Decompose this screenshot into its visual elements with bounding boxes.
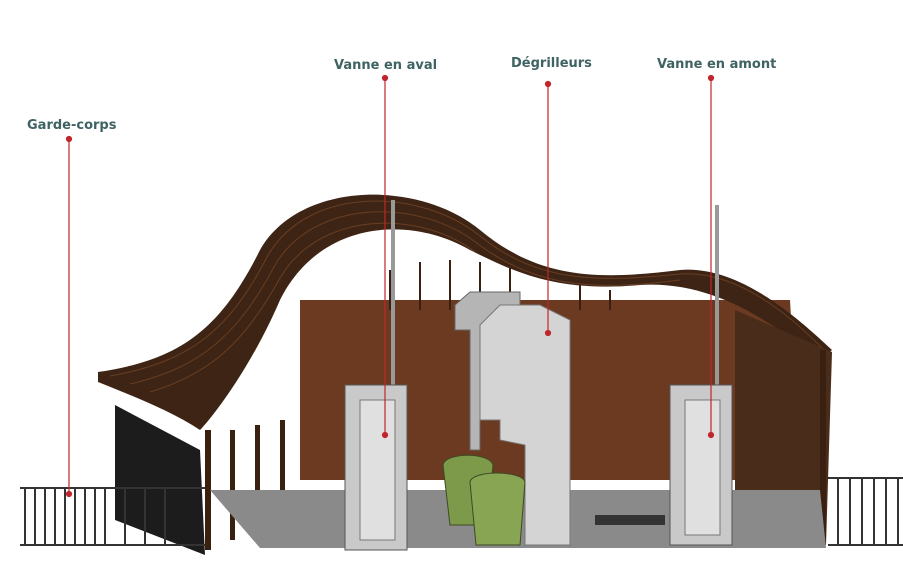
label-guardrail: Garde-corps	[27, 118, 117, 133]
leader-lines	[65, 74, 715, 498]
label-screens: Dégrilleurs	[511, 56, 592, 71]
left-wall	[115, 405, 205, 555]
label-upstream-gate: Vanne en amont	[657, 57, 777, 72]
screens-unit	[454, 291, 571, 546]
floor-hatch	[595, 515, 665, 525]
label-downstream-gate: Vanne en aval	[334, 58, 438, 73]
upstream-gate	[669, 205, 733, 546]
columns	[205, 350, 826, 550]
downstream-gate	[344, 200, 408, 551]
guardrail-left	[20, 487, 205, 546]
guardrail-right	[828, 477, 903, 546]
wave-roof	[98, 194, 832, 430]
roof-texture	[109, 200, 827, 393]
waste-bins	[442, 454, 526, 546]
right-lattice-wall	[735, 310, 832, 545]
